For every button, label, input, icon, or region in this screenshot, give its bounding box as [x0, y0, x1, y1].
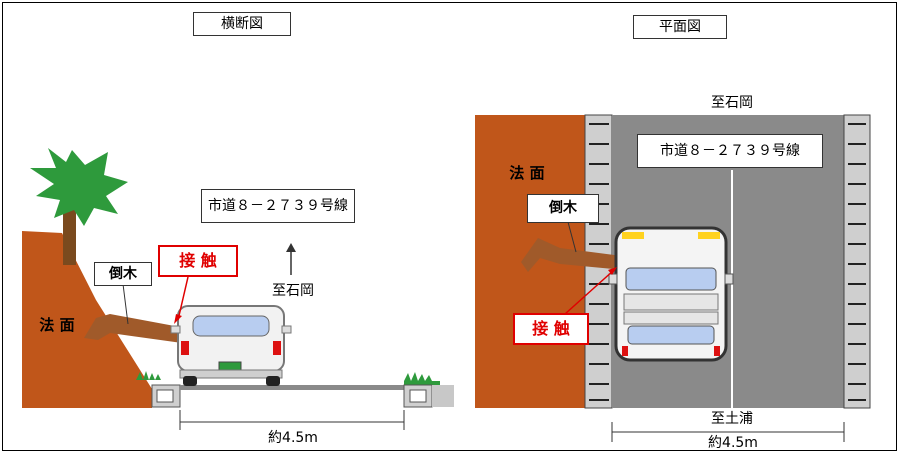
direction-arrow-head: [286, 243, 296, 252]
plan-car-rear-window: [627, 325, 715, 345]
plan-car-headlight-left: [622, 232, 644, 239]
contact-leader: [177, 276, 189, 321]
cross-section-drawing: [22, 148, 454, 430]
plan-car-roof-front: [623, 293, 719, 311]
cross-section-fallen-tree-label: 倒木: [94, 262, 152, 286]
cross-section-road-label: 市道８－２７３９号線: [201, 189, 355, 223]
plan-car-roof-rear: [623, 311, 719, 325]
cross-section-slope-label: 法 面: [39, 316, 75, 334]
fallen-tree-leader: [122, 283, 129, 325]
car-taillight-right: [273, 341, 281, 355]
car-bumper: [179, 369, 283, 379]
contact-arrowhead: [174, 314, 182, 324]
plan-view-contact-label: 接 触: [513, 313, 589, 345]
plan-view-width-label: 約4.5m: [708, 435, 758, 451]
plan-view-direction-bottom: 至土浦: [711, 411, 753, 427]
car-rear-window: [192, 315, 270, 337]
car-taillight-left: [181, 341, 189, 355]
plan-fallen-tree-leader: [567, 221, 577, 253]
ground-right-bank: [432, 385, 454, 407]
car-mirror-right: [281, 325, 292, 334]
plan-view-slope-label: 法 面: [509, 164, 545, 182]
car-mirror-left: [170, 325, 181, 334]
car-wheel-right: [266, 376, 280, 386]
cross-section-width-label: 約4.5m: [268, 430, 318, 446]
fallen-tree-log: [84, 314, 182, 343]
cross-section-direction-label: 至石岡: [272, 283, 314, 299]
cross-section-title: 横断図: [193, 12, 291, 36]
car-plate: [218, 361, 242, 371]
plan-gutter-right-pattern: [848, 123, 866, 401]
car-wheel-left: [183, 376, 197, 386]
grass-right: [404, 372, 440, 385]
plan-contact-leader: [564, 269, 615, 315]
slope-embankment: [22, 231, 152, 408]
plan-car-mirror-left: [608, 273, 618, 285]
plan-fallen-tree: [521, 238, 624, 272]
plan-car-taillight-left: [622, 346, 628, 356]
plan-car-mirror-right: [724, 273, 734, 285]
plan-view-fallen-tree-label: 倒木: [527, 194, 599, 223]
plan-view-direction-top: 至石岡: [711, 95, 753, 111]
ground-left-gutter: [156, 389, 174, 403]
plan-contact-arrowhead: [608, 267, 617, 275]
plan-car-taillight-right: [714, 346, 720, 356]
plan-view-title: 平面図: [633, 15, 727, 39]
plan-car-headlight-right: [698, 232, 720, 239]
plan-car-front-window: [625, 267, 717, 291]
road-surface: [180, 385, 404, 390]
tree-foliage: [30, 148, 128, 226]
grass-left: [136, 371, 165, 380]
tree-trunk: [63, 200, 76, 265]
plan-view-road-label: 市道８－２７３９号線: [637, 134, 823, 168]
ground-right-gutter: [409, 389, 427, 403]
cross-section-contact-label: 接 触: [158, 245, 238, 277]
